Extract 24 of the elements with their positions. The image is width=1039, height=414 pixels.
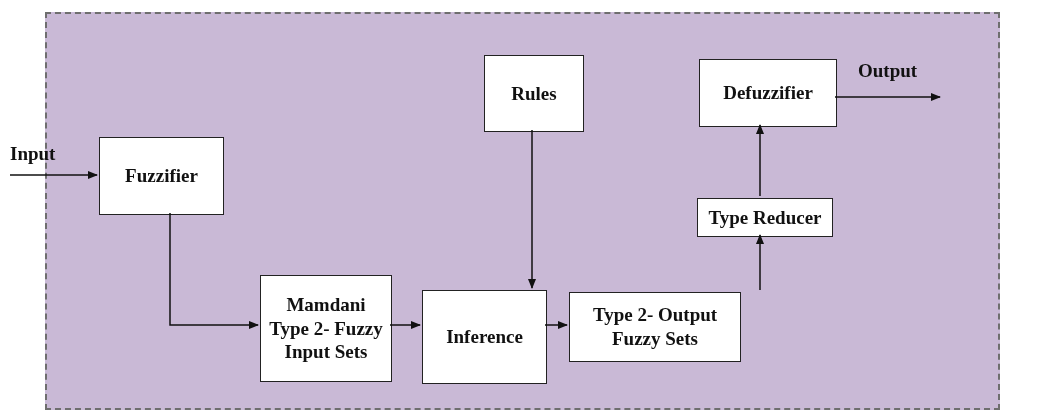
io-label: Output [858,60,918,82]
box-label: Type Reducer [708,205,822,230]
process-box [484,55,584,132]
process-box [697,198,833,237]
arrow [389,321,421,329]
box-label: Fuzzifier [125,164,198,188]
arrow [834,93,941,101]
arrow [544,321,568,329]
box-label: Rules [511,81,557,106]
process-box [422,290,547,384]
box-label: Mamdani Type 2- Fuzzy Input Sets [268,292,384,365]
box-label: Type 2- Output Fuzzy Sets [591,303,719,351]
arrow [756,234,764,291]
process-box [569,292,741,362]
arrow [756,124,764,197]
box-label: Defuzzifier [723,81,813,105]
process-box [699,59,837,127]
arrow [169,212,259,329]
process-box [99,137,224,215]
process-box [260,275,392,382]
io-label: Input [10,143,56,165]
arrow [528,129,536,289]
arrow [9,171,98,179]
box-label: Inference [446,325,523,349]
